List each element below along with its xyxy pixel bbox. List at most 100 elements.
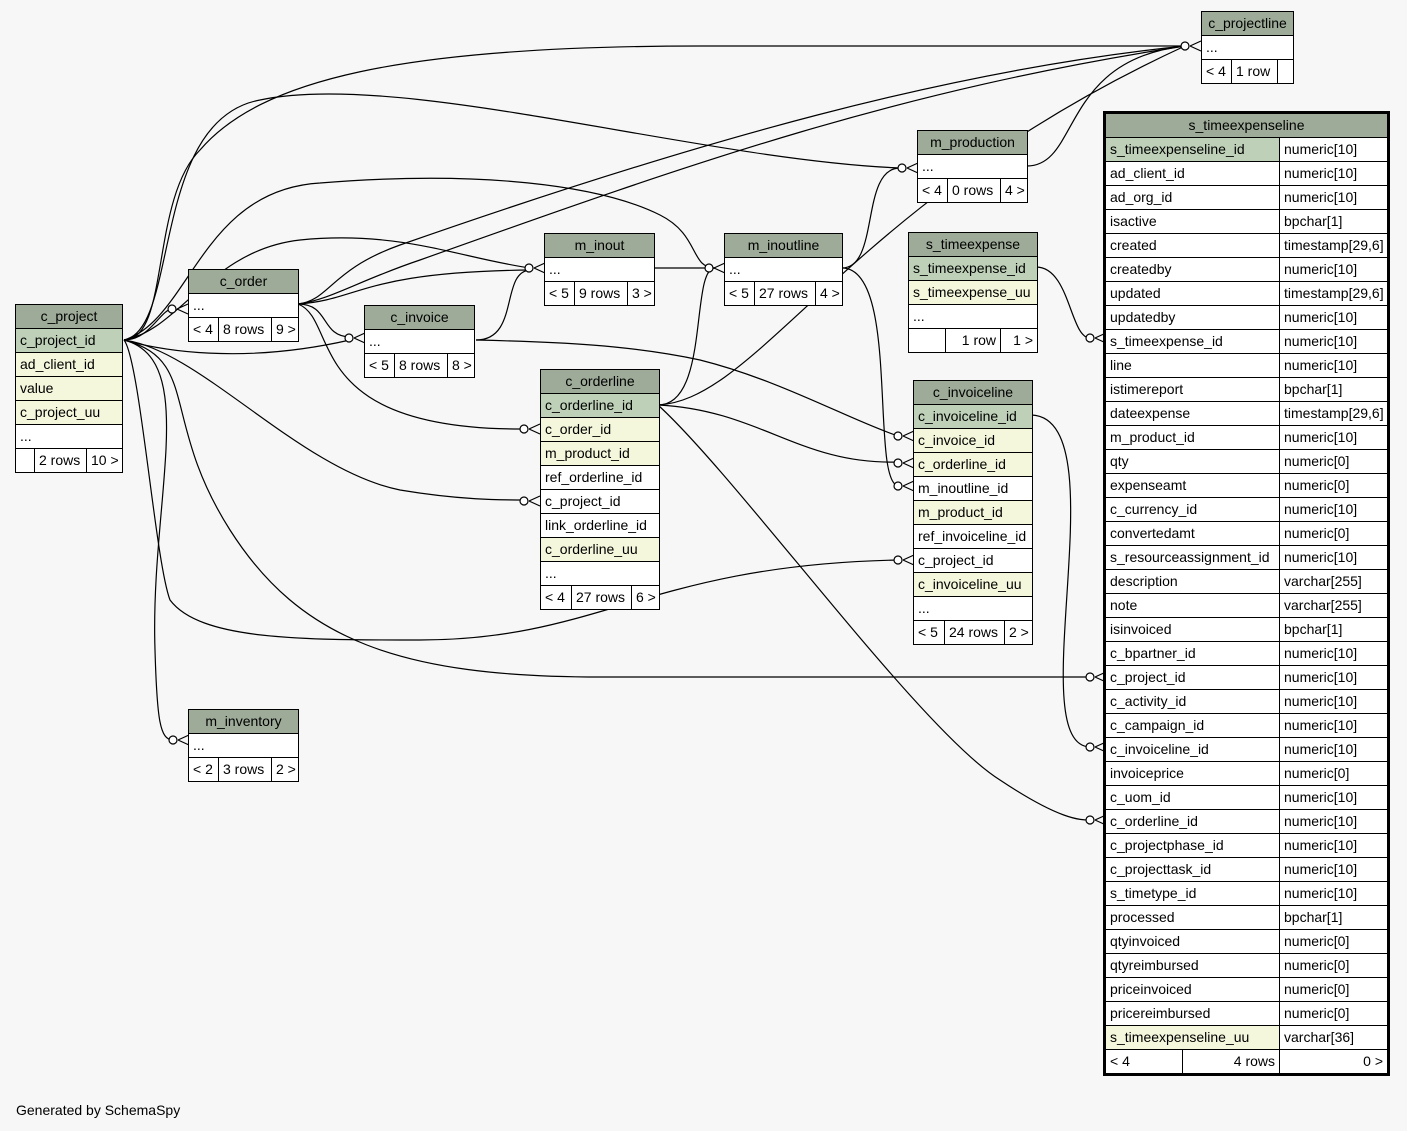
column-type: varchar[255] [1279,594,1387,617]
column-name: updatedby [1110,309,1176,325]
table-c-project[interactable]: c_project c_project_id ad_client_id valu… [15,304,123,473]
column-c-orderline-id: c_orderline_id [541,394,659,417]
children-count[interactable]: 2 > [1004,621,1032,644]
ellipsis-row: ... [918,600,930,616]
column-type: numeric[10] [1279,666,1387,689]
column-type: bpchar[1] [1279,378,1387,401]
column-name: c_activity_id [1110,693,1187,709]
table-c-order[interactable]: c_order ... < 4 8 rows 9 > [188,269,299,342]
column-name: s_timeexpense_id [1110,333,1223,349]
table-header[interactable]: s_timeexpenseline [1106,114,1387,138]
parents-count[interactable] [16,449,34,472]
table-s-timeexpense[interactable]: s_timeexpense s_timeexpense_id s_timeexp… [908,232,1038,353]
children-count[interactable] [1277,60,1293,83]
ellipsis-row: ... [20,428,32,444]
children-count[interactable]: 3 > [627,282,654,305]
rows-count: 0 rows [947,179,1000,202]
table-header[interactable]: m_inoutline [725,234,842,258]
column-type: numeric[10] [1279,498,1387,521]
column-name: c_bpartner_id [1110,645,1196,661]
column-c-invoice-id: c_invoice_id [914,429,1032,452]
table-header[interactable]: m_inventory [189,710,298,734]
column-name: invoiceprice [1110,765,1184,781]
column-type: numeric[0] [1279,522,1387,545]
column-name: description [1110,573,1178,589]
column-name: c_campaign_id [1110,717,1205,733]
parents-count[interactable]: < 2 [193,761,213,777]
rows-count: 27 rows [754,282,815,305]
table-header[interactable]: c_invoiceline [914,381,1032,405]
table-m-inoutline[interactable]: m_inoutline ... < 5 27 rows 4 > [724,233,843,306]
children-count[interactable]: 6 > [631,586,659,609]
parents-count[interactable]: < 5 [549,285,569,301]
column-name: c_uom_id [1110,789,1171,805]
table-header[interactable]: c_orderline [541,370,659,394]
table-c-projectline[interactable]: c_projectline ... < 4 1 row [1201,11,1294,84]
parents-count[interactable]: < 4 [193,321,213,337]
children-count[interactable]: 1 > [1000,329,1037,352]
column-name: m_product_id [1110,429,1195,445]
parents-count[interactable] [909,329,945,352]
column-name: updated [1110,285,1161,301]
children-count[interactable]: 0 > [1279,1050,1387,1073]
children-count[interactable]: 2 > [271,758,298,781]
children-count[interactable]: 8 > [447,354,474,377]
parents-count[interactable]: < 5 [918,624,938,640]
parents-count[interactable]: < 4 [1110,1053,1130,1069]
children-count[interactable]: 10 > [86,449,122,472]
rows-count: 8 rows [394,354,447,377]
column-m-inoutline-id: m_inoutline_id [918,480,1009,496]
column-type: varchar[36] [1279,1026,1387,1049]
table-c-invoiceline[interactable]: c_invoiceline c_invoiceline_id c_invoice… [913,380,1033,645]
column-name: processed [1110,909,1175,925]
column-name: s_timetype_id [1110,885,1197,901]
children-count[interactable]: 4 > [1000,179,1027,202]
parents-count[interactable]: < 5 [729,285,749,301]
column-name: c_invoiceline_id [1110,741,1209,757]
ellipsis-row: ... [545,565,557,581]
ellipsis-row: ... [369,333,381,349]
table-header[interactable]: c_projectline [1202,12,1293,36]
table-header[interactable]: c_invoice [365,306,474,330]
column-type: numeric[10] [1279,714,1387,737]
column-c-orderline-uu: c_orderline_uu [541,538,659,561]
table-m-production[interactable]: m_production ... < 4 0 rows 4 > [917,130,1028,203]
table-header[interactable]: c_project [16,305,122,329]
table-header[interactable]: s_timeexpense [909,233,1037,257]
column-type: numeric[0] [1279,450,1387,473]
column-c-orderline-id: c_orderline_id [914,453,1032,476]
table-header[interactable]: m_production [918,131,1027,155]
table-header[interactable]: m_inout [545,234,654,258]
table-c-orderline[interactable]: c_orderline c_orderline_id c_order_id m_… [540,369,660,610]
table-m-inout[interactable]: m_inout ... < 5 9 rows 3 > [544,233,655,306]
children-count[interactable]: 9 > [271,318,298,341]
children-count[interactable]: 4 > [815,282,842,305]
column-name: convertedamt [1110,525,1195,541]
parents-count[interactable]: < 4 [545,589,565,605]
table-c-invoice[interactable]: c_invoice ... < 5 8 rows 8 > [364,305,475,378]
parents-count[interactable]: < 5 [369,357,389,373]
ellipsis-row: ... [193,297,205,313]
rows-count: 1 row [1231,60,1277,83]
parents-count[interactable]: < 4 [922,182,942,198]
column-type: varchar[255] [1279,570,1387,593]
parents-count[interactable]: < 4 [1206,63,1226,79]
table-header[interactable]: c_order [189,270,298,294]
table-m-inventory[interactable]: m_inventory ... < 2 3 rows 2 > [188,709,299,782]
column-type: numeric[10] [1279,354,1387,377]
